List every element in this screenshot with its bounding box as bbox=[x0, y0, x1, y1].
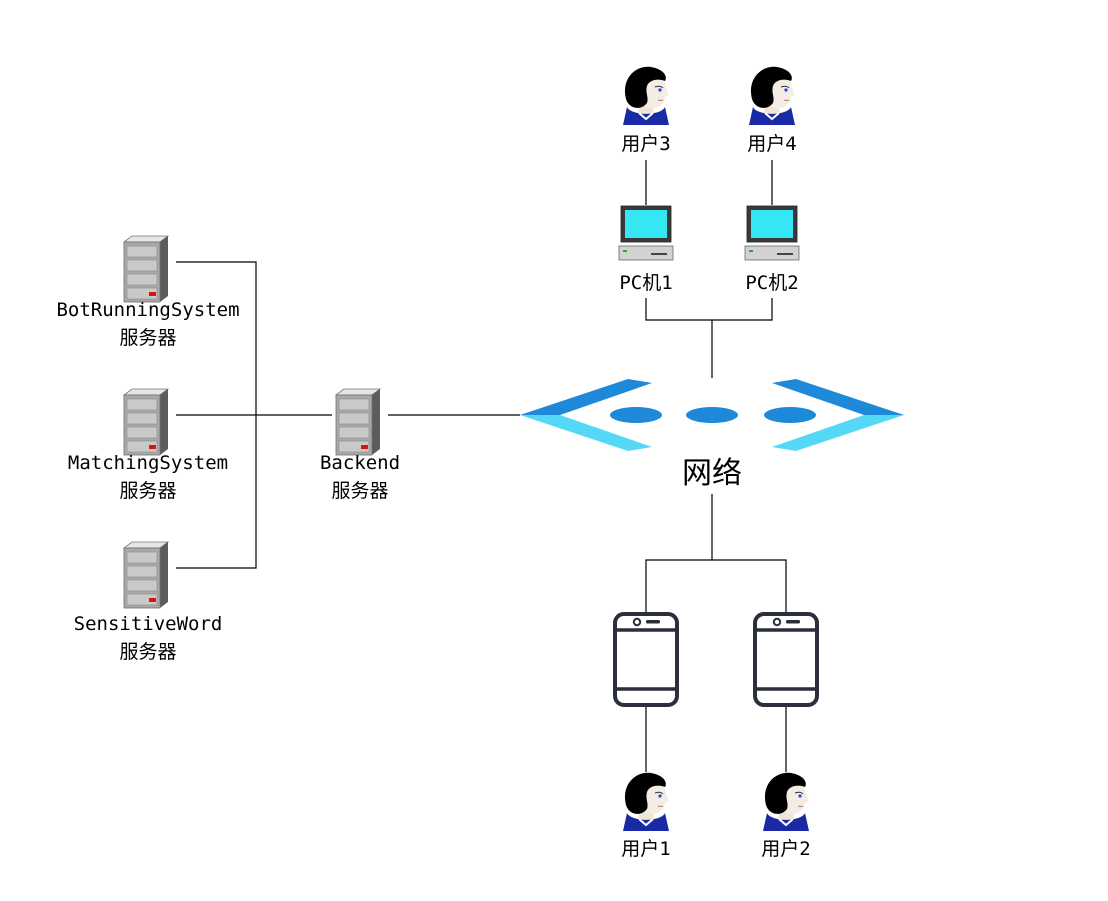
server-name: SensitiveWord bbox=[74, 613, 223, 635]
user-label: 用户3 bbox=[621, 133, 670, 155]
network-label: 网络 bbox=[682, 456, 742, 491]
user-1-node: 用户1 bbox=[621, 771, 671, 860]
server-suffix: 服务器 bbox=[119, 327, 176, 349]
user-icon bbox=[622, 65, 670, 126]
user-4-node: 用户4 bbox=[747, 65, 797, 155]
user-label: 用户2 bbox=[761, 838, 810, 860]
server-icon bbox=[123, 388, 169, 456]
pc-label: PC机2 bbox=[745, 272, 798, 294]
phone-1-node bbox=[613, 612, 679, 707]
server-name: MatchingSystem bbox=[68, 452, 228, 474]
server-suffix: 服务器 bbox=[119, 641, 176, 663]
server-name: Backend bbox=[320, 452, 400, 474]
user-icon bbox=[748, 65, 796, 126]
user-label: 用户1 bbox=[621, 838, 670, 860]
network-icon bbox=[520, 379, 904, 451]
phone-2-node bbox=[753, 612, 819, 707]
connection-lines bbox=[176, 160, 787, 772]
user-icon bbox=[762, 771, 810, 832]
pc-2-node: PC机2 bbox=[744, 205, 800, 294]
server-suffix: 服务器 bbox=[331, 480, 388, 502]
user-icon bbox=[622, 771, 670, 832]
server-name: BotRunningSystem bbox=[56, 299, 239, 321]
phone-icon bbox=[753, 612, 819, 707]
sensitive-word-server: SensitiveWord 服务器 bbox=[74, 541, 223, 663]
user-3-node: 用户3 bbox=[621, 65, 671, 155]
user-2-node: 用户2 bbox=[761, 771, 811, 860]
server-icon bbox=[123, 541, 169, 609]
bot-running-system-server: BotRunningSystem 服务器 bbox=[56, 235, 240, 349]
server-suffix: 服务器 bbox=[119, 480, 176, 502]
pc-icon bbox=[618, 205, 674, 261]
user-label: 用户4 bbox=[747, 133, 796, 155]
network-cloud: 网络 bbox=[520, 379, 904, 491]
matching-system-server: MatchingSystem 服务器 bbox=[68, 388, 228, 502]
server-icon bbox=[123, 235, 169, 303]
pc-icon bbox=[744, 205, 800, 261]
pc-label: PC机1 bbox=[619, 272, 672, 294]
phone-icon bbox=[613, 612, 679, 707]
backend-server: Backend 服务器 bbox=[320, 388, 400, 502]
pc-1-node: PC机1 bbox=[618, 205, 674, 294]
server-icon bbox=[335, 388, 381, 456]
